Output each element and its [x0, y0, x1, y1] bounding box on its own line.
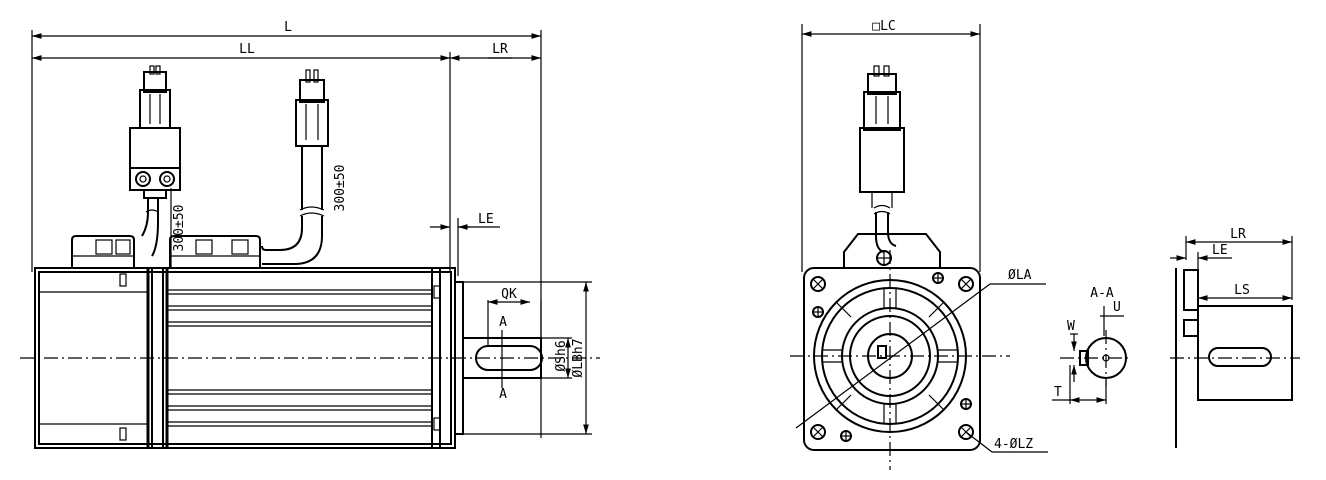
- side-view: L LL LR LE: [20, 20, 600, 449]
- dimension-LR: LR: [450, 42, 541, 61]
- front-face: [813, 279, 967, 433]
- cable-left: 300±50: [129, 65, 187, 268]
- dimension-LE-label: LE: [478, 212, 494, 227]
- dimension-LL: LL: [32, 42, 451, 272]
- shaft-detail: LR LE LS: [1170, 227, 1300, 448]
- section-AA: A-A U W T: [1052, 286, 1130, 404]
- dimension-LC: □LC: [801, 19, 981, 272]
- dimension-L: L: [31, 20, 542, 438]
- detail-LR-label: LR: [1230, 227, 1246, 242]
- section-mark-bottom: A: [499, 387, 507, 402]
- dimension-U-label: U: [1113, 300, 1121, 315]
- dimension-LE: LE: [430, 212, 500, 276]
- section-AA-title: A-A: [1090, 286, 1114, 301]
- dimension-LA: ØLA: [795, 268, 1046, 429]
- dimension-LZ-label: 4-ØLZ: [994, 437, 1033, 452]
- cable-left-length: 300±50: [172, 205, 187, 252]
- shaft: QK A A: [462, 287, 543, 402]
- dimension-LA-label: ØLA: [1008, 268, 1032, 283]
- dimension-L-label: L: [284, 20, 292, 35]
- dimension-LZ: 4-ØLZ: [965, 431, 1048, 453]
- front-view: □LC: [790, 19, 1048, 470]
- cable-glands: [71, 235, 261, 268]
- dimension-T-label: T: [1054, 385, 1062, 400]
- dimension-shaft-diameter-label: ØSh6: [554, 340, 569, 371]
- cable-right-length: 300±50: [333, 165, 348, 212]
- detail-LE-label: LE: [1212, 243, 1228, 258]
- dimension-W-label: W: [1067, 319, 1075, 334]
- dimension-QK-label: QK: [501, 287, 517, 302]
- dimension-LR-label: LR: [492, 42, 508, 57]
- dimension-LC-label: □LC: [872, 19, 895, 34]
- cable-right: 300±50: [261, 69, 348, 265]
- dimension-LL-label: LL: [239, 42, 255, 57]
- front-connector: [843, 65, 941, 268]
- detail-LS-label: LS: [1234, 283, 1250, 298]
- section-mark-top: A: [499, 315, 507, 330]
- front-flange: [803, 267, 981, 451]
